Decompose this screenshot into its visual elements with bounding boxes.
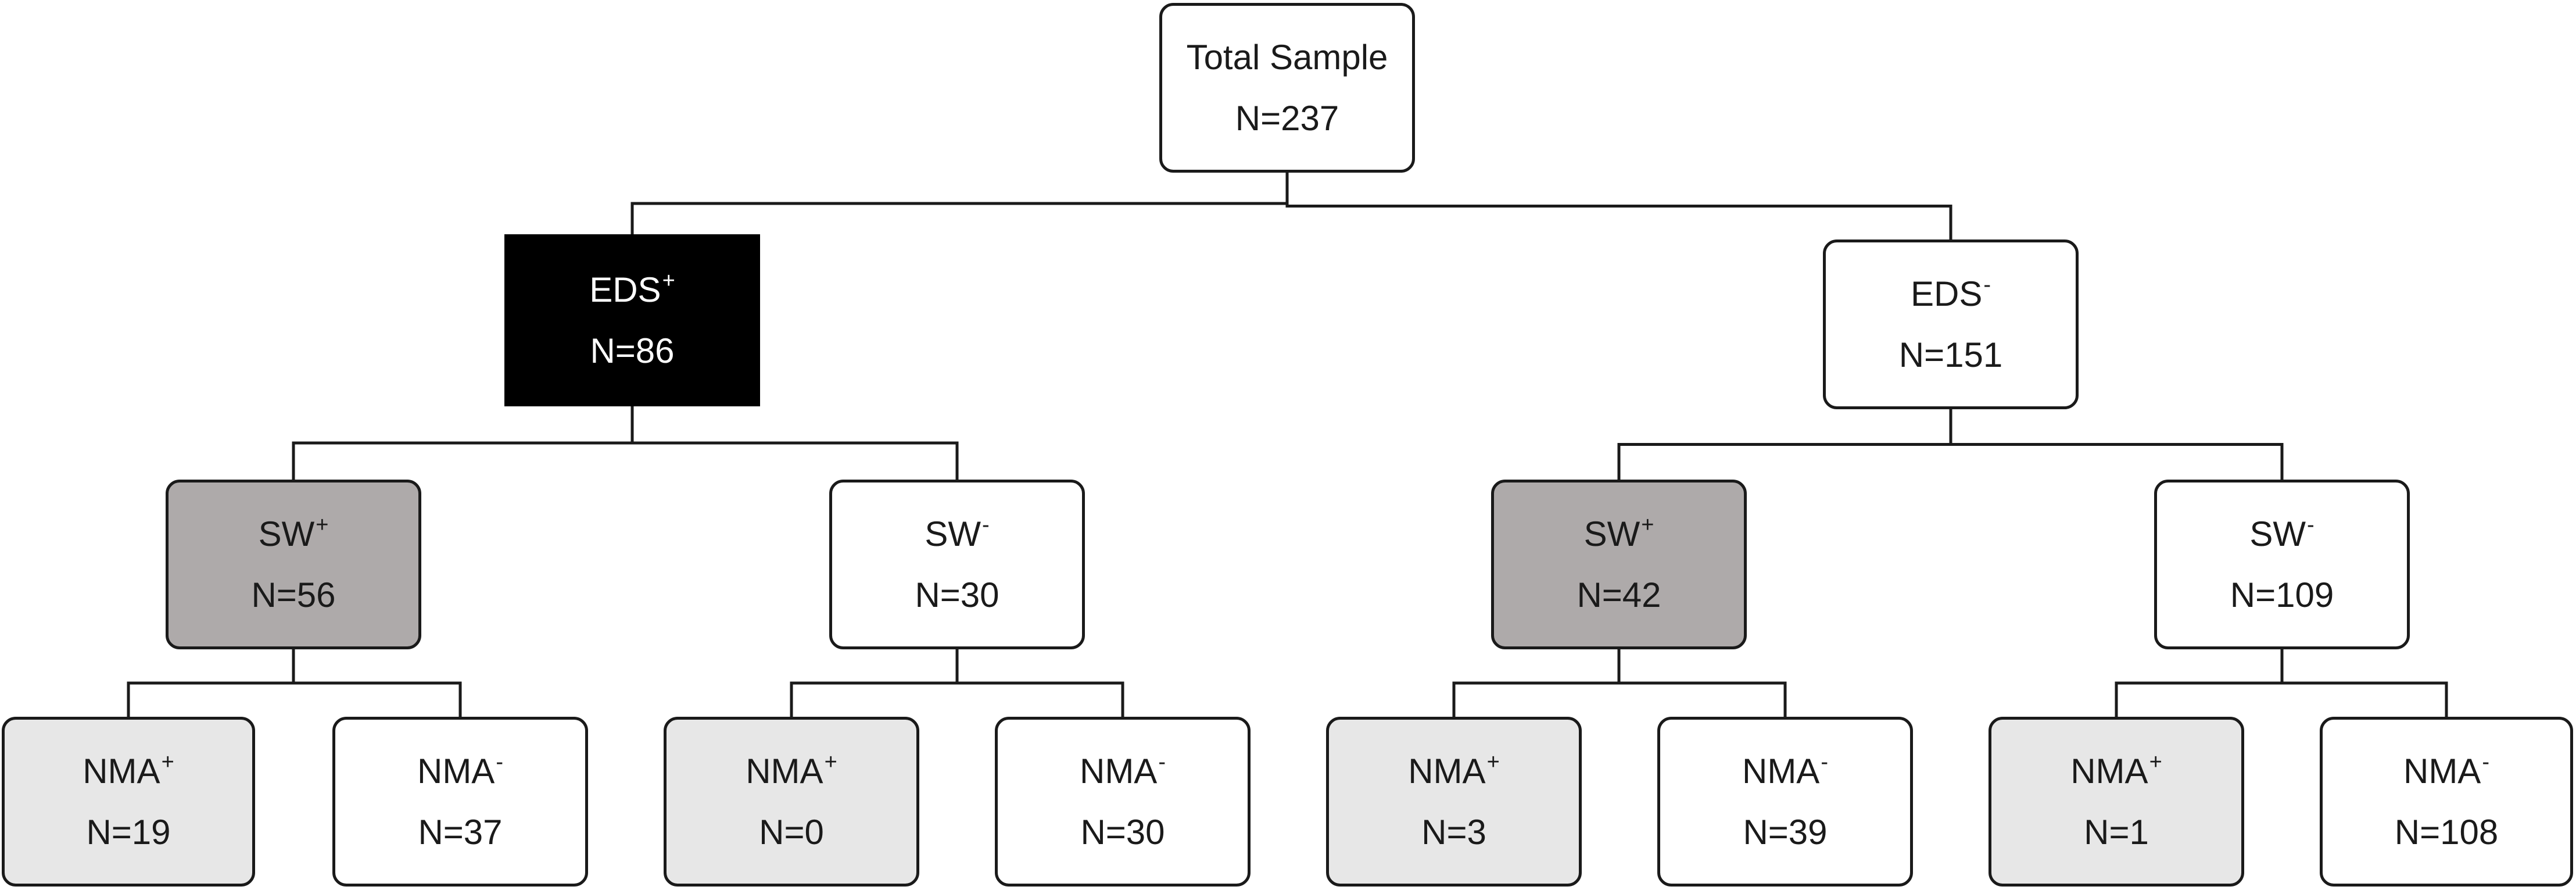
connector-eds_pos-to-sw_pos_a (292, 406, 634, 480)
node-sw-positive-eds-negative: SW+ N=42 (1491, 480, 1747, 649)
node-count: N=86 (590, 331, 675, 370)
node-label: EDS (589, 270, 661, 309)
node-label: EDS (1910, 274, 1983, 313)
node-superscript: - (982, 513, 990, 537)
node-superscript: - (2307, 513, 2315, 537)
node-count: N=3 (1421, 813, 1486, 852)
node-superscript: - (1158, 750, 1166, 774)
node-superscript: + (2149, 750, 2162, 774)
node-nma-2: NMA- N=37 (332, 717, 588, 887)
node-label: NMA (1080, 752, 1158, 791)
node-count: N=56 (251, 576, 336, 614)
node-label: SW (925, 514, 981, 553)
connector-sw_pos_b-to-nma_5 (1452, 649, 1621, 717)
node-nma-3: NMA+ N=0 (664, 717, 919, 887)
node-sw-negative-eds-negative: SW- N=109 (2154, 480, 2410, 649)
node-count: N=30 (915, 576, 999, 614)
node-count: N=37 (418, 813, 503, 852)
node-eds-positive: EDS+ N=86 (504, 234, 760, 406)
node-label: NMA (2403, 752, 2481, 791)
connector-total-to-eds_neg (1285, 173, 1952, 240)
node-label: NMA (746, 752, 823, 791)
node-superscript: - (496, 750, 503, 774)
connector-eds_neg-to-sw_neg_b (1949, 409, 2284, 480)
connector-eds_pos-to-sw_neg_a (630, 406, 959, 480)
node-total-sample: Total Sample N=237 (1159, 3, 1415, 173)
node-sw-negative-eds-positive: SW- N=30 (829, 480, 1085, 649)
node-count: N=0 (759, 813, 824, 852)
node-nma-4: NMA- N=30 (995, 717, 1251, 887)
node-superscript: - (1821, 750, 1828, 774)
connector-sw_pos_b-to-nma_6 (1617, 649, 1787, 717)
node-count: N=109 (2230, 576, 2334, 614)
connector-total-to-eds_pos (630, 173, 1289, 234)
node-label: Total Sample (1186, 38, 1388, 77)
node-count: N=19 (86, 813, 171, 852)
node-label: NMA (83, 752, 160, 791)
connector-sw_neg_a-to-nma_4 (955, 649, 1124, 717)
node-nma-8: NMA- N=108 (2320, 717, 2573, 887)
node-nma-1: NMA+ N=19 (2, 717, 255, 887)
node-count: N=39 (1743, 813, 1828, 852)
node-count: N=42 (1577, 576, 1661, 614)
connector-sw_pos_a-to-nma_2 (292, 649, 462, 717)
node-label: SW (1583, 514, 1640, 553)
node-superscript: + (161, 750, 174, 774)
node-label: SW (258, 514, 315, 553)
node-count: N=108 (2394, 813, 2499, 852)
node-nma-7: NMA+ N=1 (1989, 717, 2244, 887)
connector-sw_pos_a-to-nma_1 (127, 649, 295, 717)
node-eds-negative: EDS- N=151 (1823, 240, 2079, 409)
node-nma-6: NMA- N=39 (1657, 717, 1913, 887)
node-count: N=151 (1898, 335, 2003, 374)
node-label: NMA (1408, 752, 1486, 791)
node-count: N=1 (2084, 813, 2149, 852)
node-label: SW (2249, 514, 2306, 553)
node-superscript: - (2482, 750, 2489, 774)
node-superscript: + (662, 269, 675, 293)
node-label: NMA (2070, 752, 2148, 791)
connector-sw_neg_a-to-nma_3 (790, 649, 959, 717)
node-label: NMA (1742, 752, 1820, 791)
node-superscript: + (824, 750, 837, 774)
connector-eds_neg-to-sw_pos_b (1617, 409, 1952, 480)
connector-sw_neg_b-to-nma_8 (2280, 649, 2448, 717)
node-superscript: + (1641, 513, 1654, 537)
node-superscript: - (1983, 273, 1991, 297)
node-superscript: + (1486, 750, 1500, 774)
node-superscript: + (316, 513, 329, 537)
node-nma-5: NMA+ N=3 (1326, 717, 1582, 887)
node-count: N=30 (1080, 813, 1165, 852)
node-label: NMA (417, 752, 495, 791)
node-count: N=237 (1235, 99, 1339, 138)
node-sw-positive-eds-positive: SW+ N=56 (166, 480, 421, 649)
connector-sw_neg_b-to-nma_7 (2115, 649, 2284, 717)
